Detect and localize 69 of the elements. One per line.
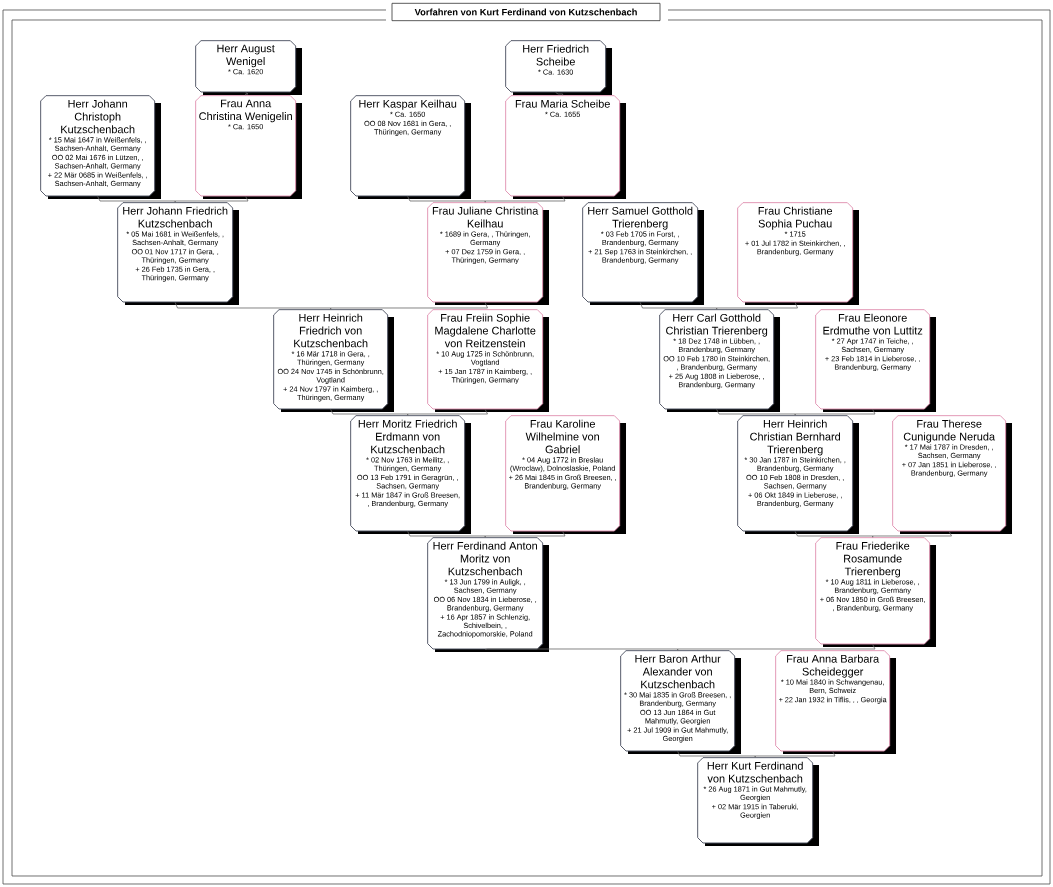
person-name: Herr Kaspar Keilhau [359,99,457,110]
person-box [775,650,896,754]
person-box [815,537,936,647]
person-name: Herr Ferdinand Anton Moritz von Kutzschenbach [433,541,537,576]
person-name: Herr Heinrich Friedrich von Kutzschenbach [294,313,368,348]
person-box [117,202,239,305]
person-name: Herr Carl Gotthold Christian Trierenberg [666,313,768,337]
family-line [639,302,718,310]
person-box [582,202,704,305]
person-name: Herr Heinrich Christian Bernhard Trierenberg [750,419,840,456]
family-line [716,409,796,416]
family-line [407,409,488,416]
family-line [484,196,566,203]
person-box [350,415,471,534]
family-line [794,531,874,538]
person-name: Frau Christiane Sophia Puchau [758,206,833,230]
person-box [505,95,626,199]
person-name: Herr Johann Friedrich Kutzschenbach [123,206,228,228]
person-name: Herr Moritz Friedrich Erdmann von Kutzschenbach [358,419,457,454]
person-box [697,757,819,846]
person-box [737,415,859,534]
person-name: Herr Friedrich Scheibe [523,44,589,66]
family-line [245,92,249,96]
family-line [484,531,566,538]
person-box [195,40,302,95]
person-name: Frau Anna Barbara Scheidegger [787,654,880,678]
family-line [174,302,332,310]
family-line [174,196,249,203]
person-name: Herr August Wenigel [217,44,275,68]
person-name: Frau Karoline Wilhelmine von Gabriel [525,419,599,454]
person-box [815,309,936,412]
person-box [505,40,612,95]
person-box [40,95,161,199]
person-name: Frau Eleonore Erdmuthe von Luttitz [823,313,923,335]
family-line [677,751,756,758]
person-box [892,415,1012,534]
person-name: Herr Johann Christoph Kutzschenbach [61,99,135,134]
family-line [716,302,798,310]
person-name: Frau Anna Christina Wenigelin [199,99,292,123]
family-line [677,644,876,651]
family-line [754,751,836,758]
family-line [97,196,176,203]
person-name: Frau Therese Cunigunde Neruda [903,419,996,443]
person-box [620,650,741,754]
family-line [330,302,488,310]
person-box [505,415,626,534]
person-box [659,309,780,412]
family-line [484,648,679,651]
person-box [427,202,549,305]
title-box: Vorfahren von Kurt Ferdinand von Kutzschenbach [391,2,661,22]
family-line [555,92,564,96]
family-line [330,409,409,416]
person-name: Herr Baron Arthur Alexander von Kutzschenbach [635,654,721,689]
person-name: Herr Kurt Ferdinand von Kutzschenbach [707,761,803,783]
family-line [872,531,952,538]
family-line [794,409,876,416]
person-name: Frau Freiin Sophie Magdalene Charlotte von Reitzenstein [435,313,536,348]
person-name: Herr Samuel Gotthold Trierenberg [588,206,693,230]
person-box [350,95,471,199]
person-box [273,309,394,412]
person-name: Frau Friederike Rosamunde Trierenberg [836,541,910,578]
person-box [737,202,859,305]
person-name: Frau Maria Scheibe [515,99,610,108]
person-name: Frau Juliane Christina Keilhau [432,206,539,228]
person-box [195,95,302,199]
family-line [407,196,486,203]
person-box [427,537,549,652]
family-line [407,531,486,538]
person-box [427,309,549,412]
